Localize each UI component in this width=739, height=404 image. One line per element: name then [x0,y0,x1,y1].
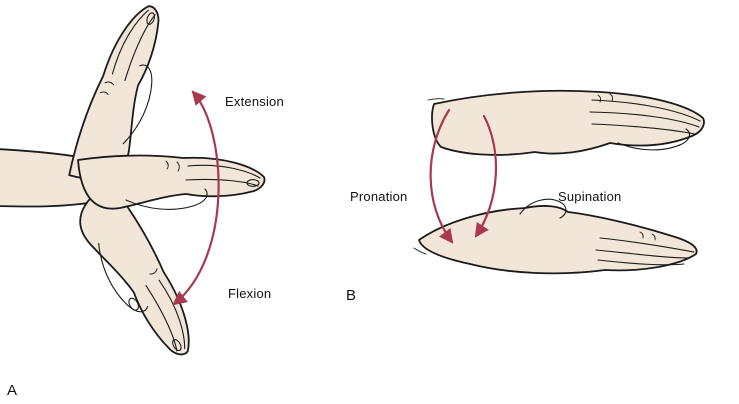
knuckle-hatch [597,94,602,103]
finger-line [111,9,149,75]
wrist-crease [413,247,427,255]
knuckle-hatch [639,231,644,239]
panel-a-artwork [0,5,266,356]
fingernail [172,339,182,352]
thumb-line [122,64,153,145]
hand-outline [77,154,266,210]
knuckle-hatch [609,93,614,102]
finger-line [145,284,178,352]
finger-line [595,249,691,259]
flexion-label: Flexion [228,286,272,301]
panel-b-label: B [346,287,357,304]
pronation-label: Pronation [350,189,408,204]
knuckle-hatch [165,160,169,170]
knuckle-hatch [99,91,109,96]
supination-arrow-icon [474,114,498,238]
finger-line [158,279,186,350]
thumb-line [617,128,691,151]
hand-extended [68,5,160,181]
finger-line [597,259,685,266]
hand-neutral [77,154,266,210]
finger-line [599,237,695,253]
knuckle-hatch [104,81,115,86]
finger-line [591,99,701,122]
pronation-arrow-icon [429,108,454,244]
panel-a-label: A [7,382,18,399]
finger-line [589,111,700,128]
hand-supinated [413,198,698,275]
supination-label: Supination [558,189,622,204]
hand-outline [431,89,705,156]
panel-b-artwork [413,89,705,275]
hand-flexed [79,181,190,356]
extension-flexion-arrow-icon [172,90,220,306]
knuckle-hatch [651,233,656,241]
extension-label: Extension [225,94,284,109]
wrist-crease [427,98,445,101]
fingernail [246,179,260,187]
finger-line [124,14,156,82]
hand-pronated [427,89,705,156]
fingernail [146,12,156,25]
thumb-line [519,198,567,219]
thumbnail [128,297,139,311]
thumb-line [98,243,149,313]
finger-line [591,123,696,135]
knuckle-hatch [149,268,158,275]
